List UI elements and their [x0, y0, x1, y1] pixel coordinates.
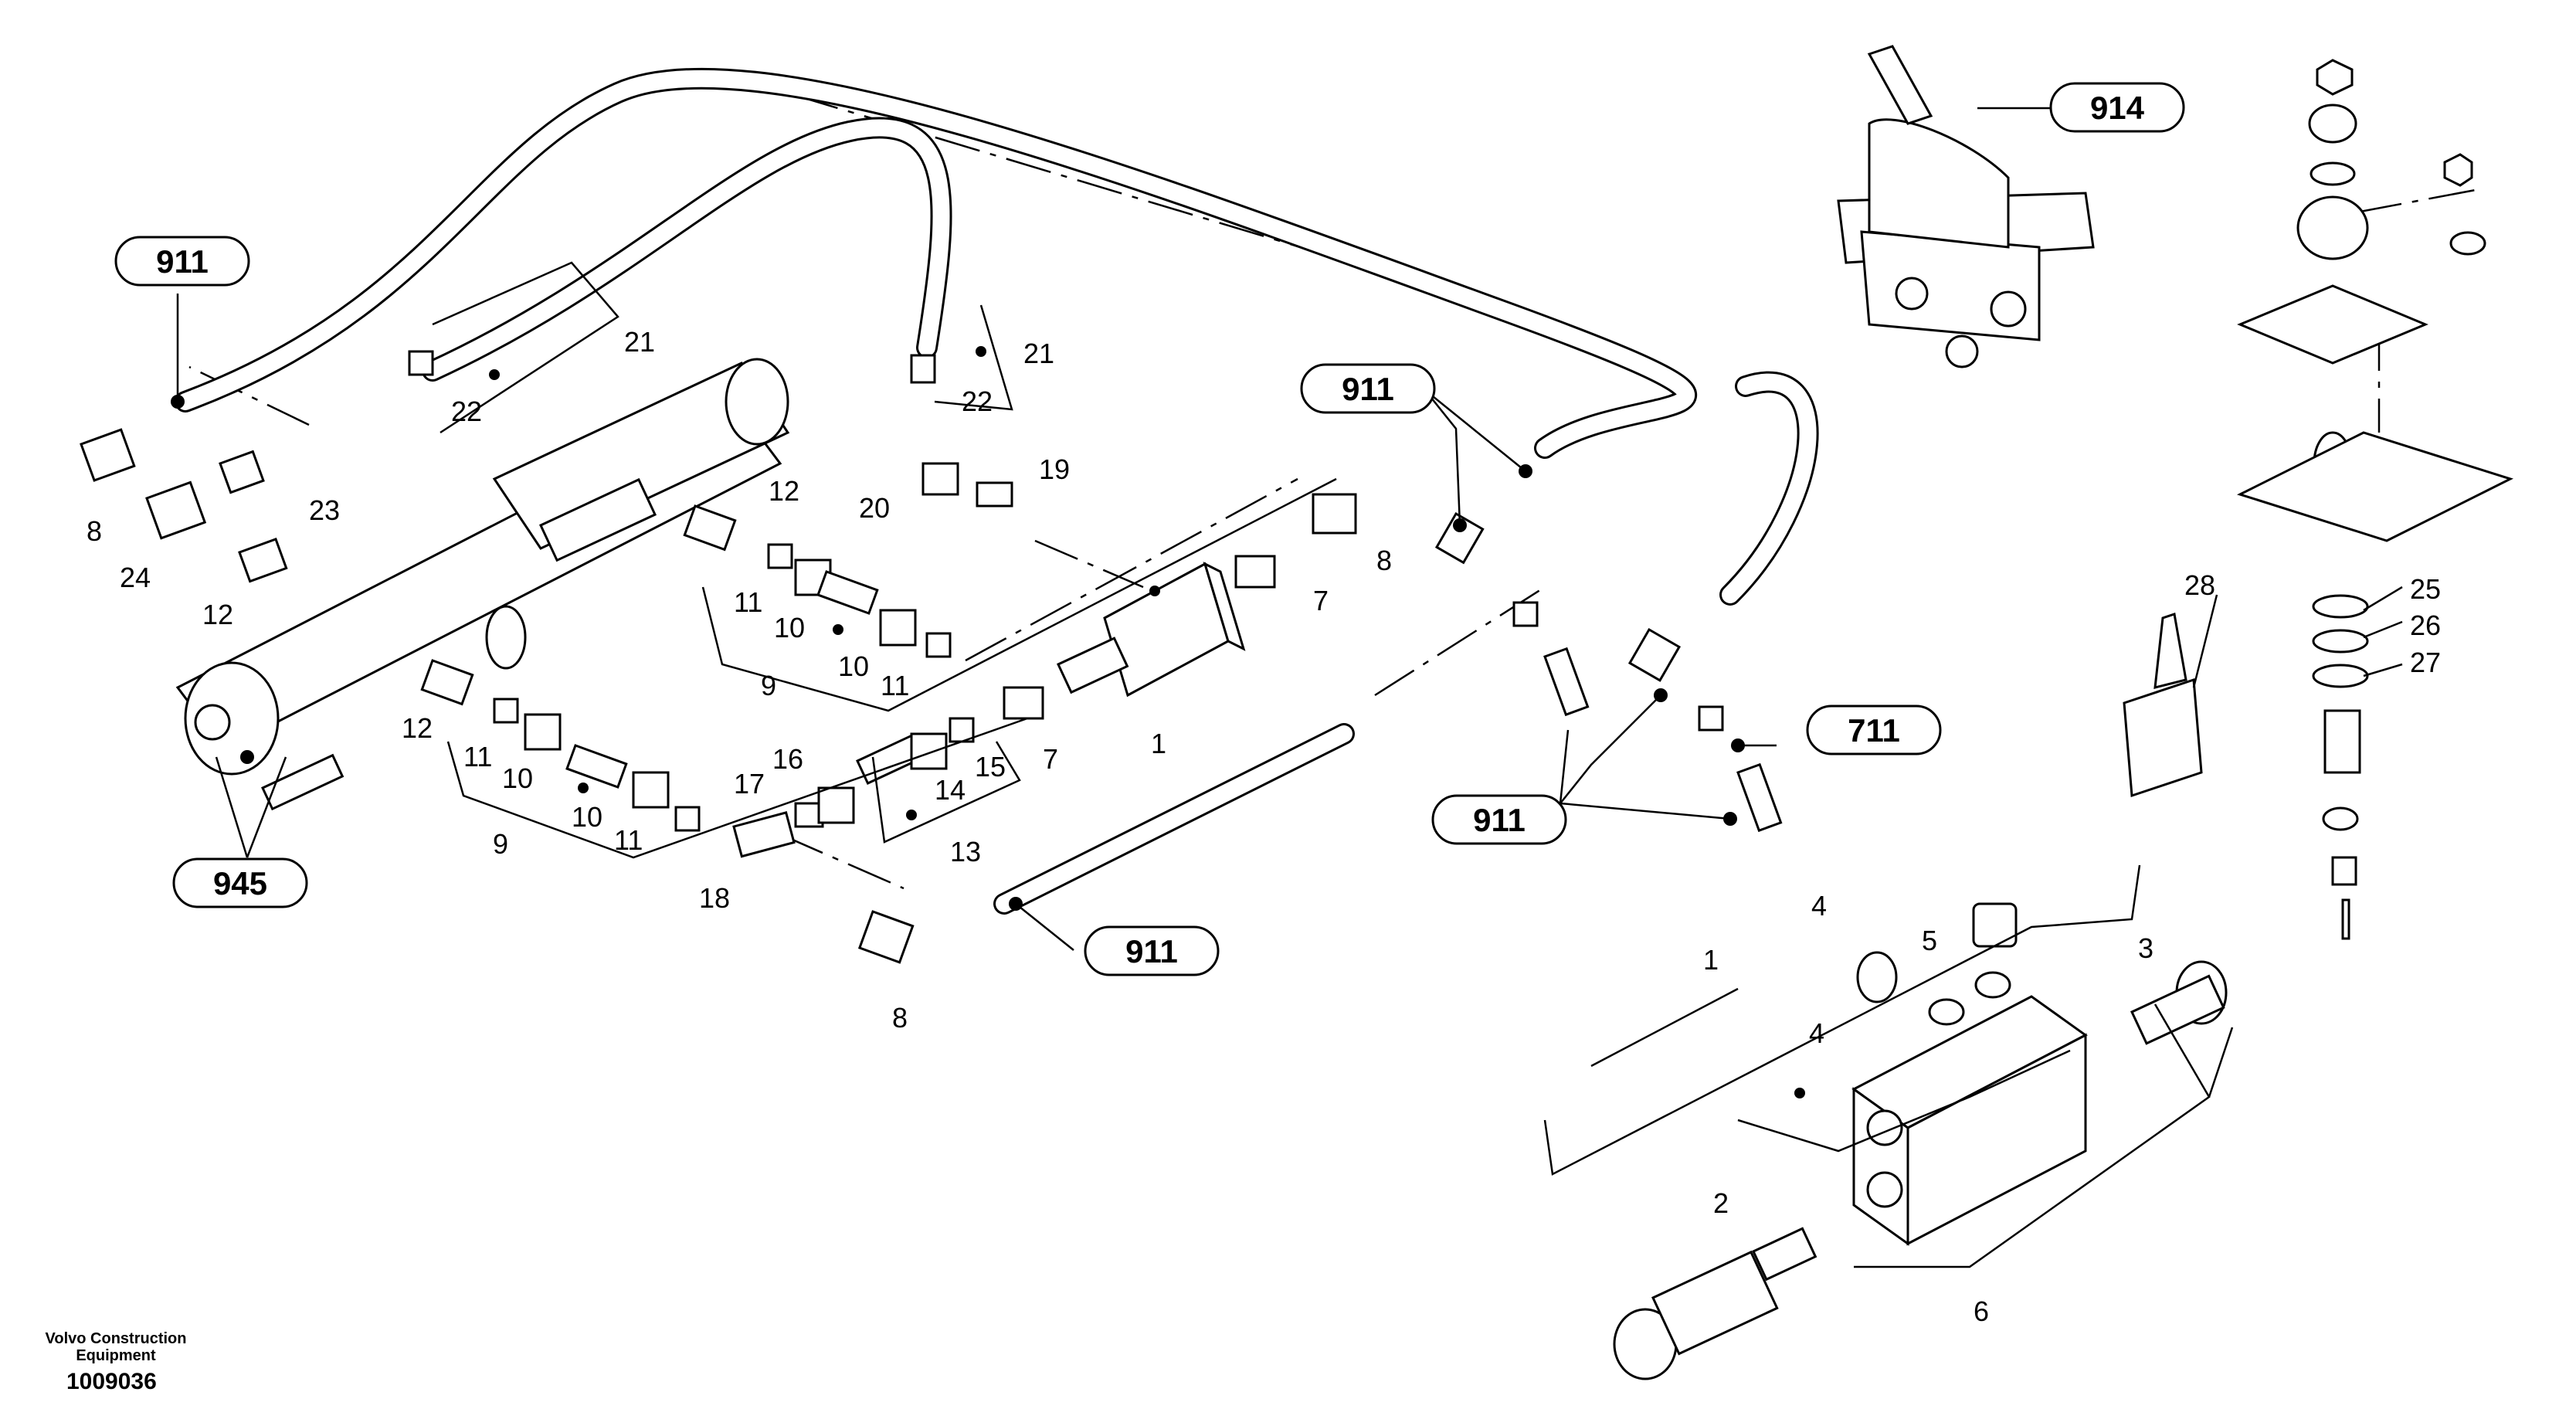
part-number: 4 [1809, 1017, 1824, 1049]
part-number: 4 [1811, 890, 1827, 922]
part-number: 28 [2184, 569, 2215, 601]
part-number: 22 [962, 385, 993, 417]
part-number: 15 [975, 751, 1006, 783]
part-number: 21 [624, 326, 655, 358]
part-number: 17 [734, 768, 765, 800]
part-number: 12 [769, 475, 799, 507]
leader-lines [176, 107, 2403, 1268]
pilot-valve-stack [2237, 59, 2513, 940]
part-number: 2 [1713, 1187, 1729, 1219]
reference-914: 914 [2049, 82, 2185, 133]
part-number: 10 [838, 650, 869, 682]
part-number: 12 [202, 599, 233, 630]
part-number: 6 [1974, 1295, 1989, 1327]
svg-text:911: 911 [156, 243, 209, 280]
part-number: 5 [1922, 925, 1937, 956]
part-number: 11 [614, 824, 643, 856]
part-number: 8 [87, 515, 102, 547]
reference-711: 711 [1806, 704, 1942, 755]
part-number: 26 [2410, 609, 2441, 641]
fittings [80, 350, 1783, 964]
reference-911-top-left: 911 [114, 236, 250, 287]
part-number: 7 [1043, 743, 1058, 775]
part-number: 18 [699, 882, 730, 914]
part-number: 10 [572, 801, 602, 833]
part-number: 20 [859, 492, 890, 524]
svg-text:711: 711 [1848, 712, 1900, 749]
sealant-bottle [2123, 613, 2203, 798]
part-number: 1 [1151, 728, 1166, 759]
part-number: 10 [502, 762, 533, 794]
company-name: Volvo Construction Equipment [45, 1330, 187, 1364]
reference-945: 945 [172, 857, 308, 908]
part-number: 13 [950, 836, 981, 867]
part-number: 11 [881, 670, 909, 701]
valve-block-detail [1613, 902, 2228, 1380]
svg-text:911: 911 [1473, 802, 1526, 838]
part-number: 16 [772, 743, 803, 775]
part-number: 23 [309, 494, 340, 526]
reference-911-middle: 911 [1300, 363, 1436, 414]
hydraulic-cylinder [175, 358, 790, 811]
part-number: 11 [734, 586, 762, 618]
part-number: 14 [935, 774, 966, 806]
svg-text:911: 911 [1125, 933, 1178, 969]
drawing-number: 1009036 [66, 1369, 157, 1394]
part-number: 8 [1376, 545, 1392, 576]
part-number: 9 [761, 670, 776, 701]
svg-text:914: 914 [2090, 90, 2145, 126]
part-number: 19 [1039, 453, 1070, 485]
part-number: 11 [463, 741, 492, 772]
hoses [175, 67, 1819, 915]
part-number: 8 [892, 1002, 908, 1034]
part-number: 24 [120, 562, 151, 593]
part-number: 3 [2138, 932, 2153, 964]
part-number: 25 [2410, 573, 2441, 605]
part-number: 7 [1313, 585, 1329, 616]
valve-small [1057, 562, 1246, 698]
part-number: 22 [451, 396, 482, 427]
svg-text:911: 911 [1342, 371, 1394, 407]
part-number: 10 [774, 612, 805, 643]
part-number: 12 [402, 712, 433, 744]
reference-911-bottom: 911 [1084, 925, 1220, 976]
joystick-assembly [1837, 45, 2095, 368]
leader-dots [171, 346, 1805, 1098]
part-number: 21 [1023, 338, 1054, 369]
part-number: 1 [1703, 944, 1719, 976]
reference-911-right: 911 [1431, 794, 1567, 845]
svg-text:945: 945 [213, 865, 267, 901]
part-number: 27 [2410, 647, 2441, 678]
part-number: 9 [493, 828, 508, 860]
part-number-callouts: 8 24 12 23 22 21 21 22 20 19 12 11 10 10… [87, 326, 2441, 1327]
